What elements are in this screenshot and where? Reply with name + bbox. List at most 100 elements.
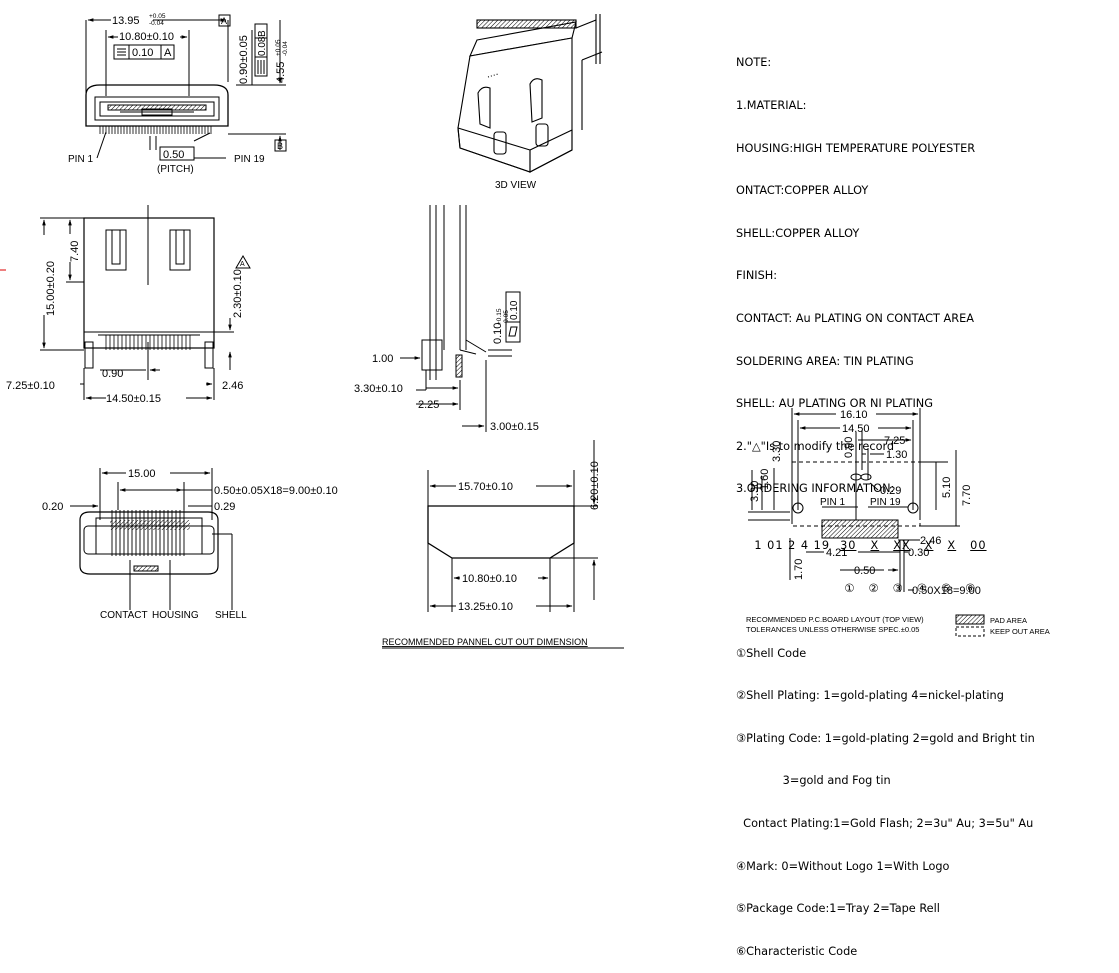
dim-pcb-090: 0.90 bbox=[843, 437, 855, 458]
note-line: 2."△"Is to modify the record bbox=[736, 439, 895, 453]
dim-panel-height: 6.20±0.10 bbox=[589, 461, 601, 510]
dim-panel-mid: 10.80±0.10 bbox=[462, 573, 517, 585]
dim-panel-top: 15.70±0.10 bbox=[458, 481, 513, 493]
note-line: CONTACT: Au PLATING ON CONTACT AREA bbox=[736, 311, 974, 325]
dim-side-330: 3.30±0.10 bbox=[354, 383, 403, 395]
dim-front-inner: 10.80±0.10 bbox=[119, 31, 174, 43]
label-housing: HOUSING bbox=[152, 610, 199, 621]
dim-front-total: 13.95 bbox=[112, 15, 140, 27]
bottom-view: 15.00 0.50±0.05X18=9.00±0.10 0.29 0.20 C… bbox=[42, 467, 338, 621]
panel-cutout: 15.70±0.10 6.20±0.10 10.80±0.10 13.25±0.… bbox=[382, 440, 624, 649]
note-line: SHELL: AU PLATING OR NI PLATING bbox=[736, 397, 933, 411]
dim-pcb-770: 7.70 bbox=[961, 485, 973, 506]
dim-bottom-020: 0.20 bbox=[42, 501, 63, 513]
dim-front-height-tol-minus: -0.04 bbox=[282, 41, 289, 56]
note-line: SOLDERING AREA: TIN PLATING bbox=[736, 354, 914, 368]
fcf-side-ref: B bbox=[257, 30, 268, 37]
dim-top-left: 7.25±0.10 bbox=[6, 380, 55, 392]
legend-line: ⑤Package Code:1=Tray 2=Tape Rell bbox=[736, 902, 940, 916]
dim-side-300: 3.00±0.15 bbox=[490, 421, 539, 433]
pin19-label: PIN 19 bbox=[234, 154, 265, 165]
legend-line: ⑥Characteristic Code bbox=[736, 944, 858, 958]
dim-bottom-pitch-total: 0.50±0.05X18=9.00±0.10 bbox=[214, 485, 338, 497]
dim-front-top: 0.90±0.05 bbox=[238, 35, 250, 84]
panel-caption: RECOMMENDED PANNEL CUT OUT DIMENSION bbox=[382, 637, 588, 647]
dim-side-225: 2.25 bbox=[418, 399, 439, 411]
dim-top-246: 2.46 bbox=[222, 380, 243, 392]
dim-pcb-330-top: 3.30 bbox=[771, 441, 783, 462]
ordering-marker: ① bbox=[844, 581, 855, 595]
datum-a-box: A bbox=[221, 16, 227, 26]
pcb-caption-line2: TOLERANCES UNLESS OTHERWISE SPEC.±0.05 bbox=[746, 625, 919, 634]
dim-side-010-tol-plus: +0.15 bbox=[496, 308, 503, 325]
dim-pcb-1610: 16.10 bbox=[840, 409, 868, 421]
dim-pcb-030: 0.30 bbox=[908, 547, 929, 559]
legend-line: ③Plating Code: 1=gold-plating 2=gold and… bbox=[736, 731, 1035, 745]
dim-pcb-160: 1.60 bbox=[759, 469, 771, 490]
fcf-front-ref: A bbox=[164, 47, 172, 59]
dim-pcb-510: 5.10 bbox=[941, 477, 953, 498]
dim-front-total-tol-minus: -0.04 bbox=[149, 20, 164, 27]
ordering-code: X bbox=[947, 539, 957, 553]
dim-pcb-029: 0.29 bbox=[880, 485, 901, 497]
dim-front-height: 4.55 bbox=[275, 62, 287, 83]
dim-front-total-tol-plus: +0.05 bbox=[149, 13, 166, 20]
dim-pcb-1450: 14.50 bbox=[842, 423, 870, 435]
note-line: NOTE: bbox=[736, 56, 772, 70]
dim-pcb-130: 1.30 bbox=[886, 449, 907, 461]
pin1-label: PIN 1 bbox=[68, 154, 93, 165]
fcf-side-value-010: 0.10 bbox=[509, 300, 520, 320]
dim-top-height: 15.00±0.20 bbox=[45, 261, 57, 316]
dim-pcb-725: 7.25 bbox=[884, 435, 905, 447]
dim-side-100: 1.00 bbox=[372, 353, 393, 365]
dim-panel-bottom: 13.25±0.10 bbox=[458, 601, 513, 613]
3d-view-caption: 3D VIEW bbox=[495, 180, 537, 191]
note-line: FINISH: bbox=[736, 269, 778, 283]
legend-line: ①Shell Code bbox=[736, 646, 807, 660]
dim-pcb-050: 0.50 bbox=[854, 565, 875, 577]
dim-bottom-1500: 15.00 bbox=[128, 468, 156, 480]
side-view: 1.00 +0.15 -0.05 0.10 0.10 3.30±0.10 2.2… bbox=[354, 205, 539, 433]
legend-line: ②Shell Plating: 1=gold-plating 4=nickel-… bbox=[736, 689, 1004, 703]
top-rev-mark: A bbox=[240, 261, 245, 268]
legend-pad-area: PAD AREA bbox=[990, 616, 1027, 625]
dim-top-090: 0.90 bbox=[102, 368, 123, 380]
dim-top-right: 2.30±0.10 bbox=[232, 269, 244, 318]
fcf-front-value: 0.10 bbox=[132, 47, 153, 59]
dim-top-width: 14.50±0.15 bbox=[106, 393, 161, 405]
dim-side-010: 0.10 bbox=[492, 323, 504, 344]
ordering-code: X bbox=[870, 539, 880, 553]
dim-pcb-170: 1.70 bbox=[793, 559, 805, 580]
dim-front-height-tol-plus: +0.05 bbox=[275, 39, 282, 56]
fcf-side-value: 0.08 bbox=[257, 36, 268, 56]
note-line: ONTACT:COPPER ALLOY bbox=[736, 184, 869, 198]
label-contact: CONTACT bbox=[100, 610, 148, 621]
note-line: 1.MATERIAL: bbox=[736, 99, 807, 112]
pitch-label: (PITCH) bbox=[157, 164, 194, 175]
dim-pcb-246: 2.46 bbox=[920, 535, 941, 547]
dim-top-upper: 7.40 bbox=[69, 241, 81, 262]
view-3d: 3D VIEW bbox=[457, 14, 603, 191]
ordering-code: 30 bbox=[840, 539, 857, 553]
note-line: 3.ORDERING INFORMATION: bbox=[736, 482, 895, 496]
front-view: 13.95 +0.05 -0.04 A 10.80±0.10 0.10 A 0.… bbox=[68, 13, 289, 175]
dim-pcb-330-left: 3.30 bbox=[749, 481, 761, 502]
ordering-code: XX bbox=[893, 539, 911, 553]
pcb-layout: 16.10 14.50 7.25 1.30 3.30 0.90 0.29 PIN… bbox=[746, 408, 1050, 637]
dim-pcb-pitch: 0.50X18=9.00 bbox=[912, 585, 981, 597]
pcb-caption-line1: RECOMMENDED P.C.BOARD LAYOUT (TOP VIEW) bbox=[746, 615, 924, 624]
ordering-marker: ③ bbox=[892, 581, 903, 595]
notes-block: NOTE: 1.MATERIAL: HOUSING:HIGH TEMPERATU… bbox=[736, 28, 1035, 973]
dim-bottom-029: 0.29 bbox=[214, 501, 235, 513]
dim-pcb-421: 4.21 bbox=[826, 547, 847, 559]
ordering-code: X bbox=[924, 539, 934, 553]
ordering-marker: ② bbox=[868, 581, 879, 595]
label-shell: SHELL bbox=[215, 610, 247, 621]
ordering-code: 00 bbox=[970, 539, 987, 553]
drawing-canvas: 13.95 +0.05 -0.04 A 10.80±0.10 0.10 A 0.… bbox=[0, 13, 1050, 649]
legend-line: ④Mark: 0=Without Logo 1=With Logo bbox=[736, 859, 950, 873]
legend-line: 3=gold and Fog tin bbox=[736, 774, 891, 788]
pitch-value: 0.50 bbox=[163, 149, 184, 161]
